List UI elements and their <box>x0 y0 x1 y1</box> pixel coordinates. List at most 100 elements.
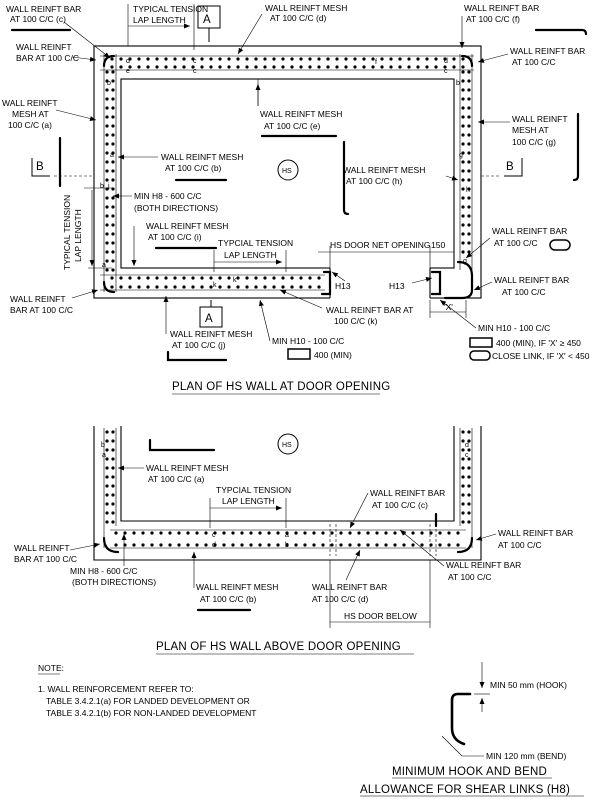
rebar-dot <box>105 493 109 497</box>
rebar-dot <box>467 502 471 506</box>
rebar-dot <box>425 65 429 69</box>
rebar-dot <box>467 520 471 524</box>
rebar-dot <box>191 57 195 61</box>
rebar-dot <box>155 57 159 61</box>
rebar-dot <box>186 543 190 547</box>
rebar-dot <box>191 285 195 289</box>
rebar-dot <box>240 543 244 547</box>
rebar-dot <box>308 57 312 61</box>
rebar-dot <box>467 196 471 200</box>
rebar-dot <box>200 285 204 289</box>
rebar-dot <box>254 65 258 69</box>
rebar-dot <box>461 65 465 69</box>
rebar-dot <box>456 531 460 535</box>
rebar-dot <box>461 160 465 164</box>
rebar-dot <box>348 543 352 547</box>
label2-mesh-b-2: AT 100 C/C (b) <box>200 594 257 604</box>
rebar-dot <box>326 57 330 61</box>
rebar-dot <box>249 531 253 535</box>
rebar-dot <box>276 531 280 535</box>
label-lap-left-2: LAP LENGTH <box>73 209 83 262</box>
rebar-dot <box>164 285 168 289</box>
rebar-dot <box>204 543 208 547</box>
rebar-dot <box>335 65 339 69</box>
rebar-dot <box>290 285 294 289</box>
rebar-dot <box>105 502 109 506</box>
rebar-dot <box>467 511 471 515</box>
inner-wall-outline <box>120 78 455 269</box>
label2-bar-l-1: WALL REINFT <box>14 543 70 553</box>
rebar-dot <box>339 531 343 535</box>
rebar-dot <box>308 65 312 69</box>
rebar-lines-2 <box>102 428 474 556</box>
rebar-dot <box>164 276 168 280</box>
label-bar-tl-2: BAR AT 100 C/C <box>16 53 79 63</box>
rebar-dot <box>137 65 141 69</box>
label2-bar-d-1: WALL REINFT BAR <box>312 582 387 592</box>
rebar-dot <box>452 57 456 61</box>
section-a-bot: A <box>205 313 213 325</box>
rebar-dot <box>105 160 109 164</box>
rebar-dot <box>105 133 109 137</box>
label-mesh-e-2: AT 100 C/C (e) <box>264 121 321 131</box>
plan-above-door-opening: b a d c c d a b HS WALL REINFT MESH AT 1… <box>14 426 573 655</box>
rebar-dot <box>195 543 199 547</box>
rebar-dot <box>267 531 271 535</box>
rebar-dot <box>105 457 109 461</box>
label2-min-h8-2: (BOTH DIRECTIONS) <box>72 577 156 587</box>
rebar-dot <box>110 65 114 69</box>
rebar-dot <box>105 484 109 488</box>
rebar-dot <box>461 196 465 200</box>
rebar-dot <box>111 439 115 443</box>
rebar-dot <box>105 439 109 443</box>
rebar-dot <box>461 57 465 61</box>
rebar-dot <box>245 285 249 289</box>
rebar-dot <box>150 531 154 535</box>
tag-b-l2: b <box>100 183 104 190</box>
label-bar-r-2: AT 100 C/C <box>494 238 538 248</box>
tag-k-2: k <box>233 277 237 284</box>
rebar-dot <box>467 457 471 461</box>
rebar-dot <box>111 214 115 218</box>
rebar-dot <box>393 543 397 547</box>
rebar-dot <box>467 493 471 497</box>
rebar-dot <box>227 65 231 69</box>
rebar-dot <box>218 57 222 61</box>
rebar-dot <box>105 214 109 218</box>
plan1-title: PLAN OF HS WALL AT DOOR OPENING <box>172 381 390 393</box>
label-min-h10-a: MIN H10 - 100 C/C <box>272 336 344 346</box>
rebar-dot <box>461 232 465 236</box>
rebar-dot <box>447 531 451 535</box>
rebar-dot <box>434 57 438 61</box>
rebar-dot <box>105 241 109 245</box>
rebar-dot <box>366 543 370 547</box>
rebar-dot <box>227 57 231 61</box>
label2-lap-2: LAP LENGTH <box>222 496 275 506</box>
rebar-dot <box>227 285 231 289</box>
rebar-dot <box>371 57 375 61</box>
rebar-dot <box>443 65 447 69</box>
tag-a-bl: a <box>102 262 106 269</box>
tag-f-top: f <box>375 59 377 66</box>
tag-b-l: b <box>107 80 111 87</box>
rebar-dot <box>200 57 204 61</box>
rebar-dot <box>111 232 115 236</box>
rebar-dot <box>461 520 465 524</box>
rebar-dot <box>111 259 115 263</box>
rebar-dot <box>299 276 303 280</box>
hs-circle-2 <box>277 433 299 455</box>
rebar-dot <box>111 151 115 155</box>
notes-heading: NOTE: <box>38 663 64 673</box>
section-b-right: B <box>506 161 514 173</box>
label-bar-tl-1: WALL REINFT <box>16 42 72 52</box>
rebar-dot <box>467 250 471 254</box>
rebar-dot <box>245 65 249 69</box>
section-a-top: A <box>203 14 211 26</box>
rebar-dot <box>111 169 115 173</box>
rebar-dot <box>105 223 109 227</box>
rebar-dot <box>110 285 114 289</box>
notes: NOTE: 1. WALL REINFORCEMENT REFER TO: TA… <box>38 663 257 718</box>
rebar-dot <box>105 205 109 209</box>
rebar-dot <box>146 285 150 289</box>
label-x-ge: 400 (MIN), IF 'X' ≥ 450 <box>496 338 581 348</box>
